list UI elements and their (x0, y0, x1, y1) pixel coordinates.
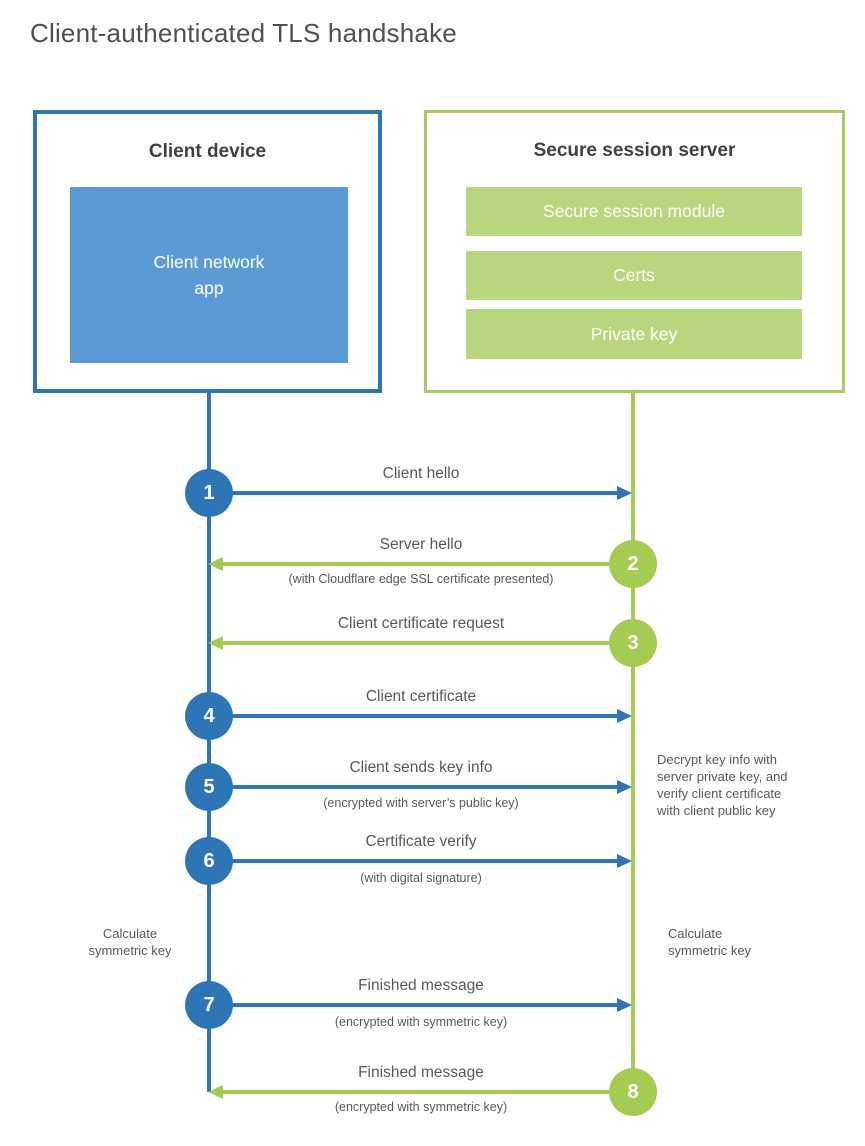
client-device-box: Client device Client network app (33, 110, 382, 393)
arrowhead-right-icon (617, 709, 632, 723)
decrypt-key-note: Decrypt key info with server private key… (657, 752, 788, 818)
arrowhead-left-icon (208, 557, 223, 571)
flow-label: Finished message (358, 977, 484, 994)
flow-label: Certificate verify (365, 833, 477, 850)
flow-line (222, 1090, 631, 1094)
flow-line (222, 562, 631, 566)
page-title: Client-authenticated TLS handshake (30, 18, 457, 48)
secure-session-server-box: Secure session server Secure session mod… (424, 110, 845, 393)
step-number-badge: 8 (609, 1068, 657, 1116)
flow-line (209, 1003, 618, 1007)
step-number-badge: 3 (609, 619, 657, 667)
calculate-symmetric-key-server-note: Calculate symmetric key (668, 926, 752, 958)
flow-label: Client sends key info (349, 759, 493, 776)
arrowhead-right-icon (617, 780, 632, 794)
flow-line (209, 491, 618, 495)
flow-label: Server hello (379, 536, 463, 553)
flow-label: Finished message (358, 1064, 484, 1081)
step-number-badge: 2 (609, 540, 657, 588)
flow-label: Client certificate request (337, 615, 505, 632)
step-number-badge: 7 (185, 981, 233, 1029)
client-device-title: Client device (148, 141, 267, 162)
server-lifeline (631, 392, 635, 1092)
step-number-badge: 1 (185, 469, 233, 517)
server-certs-bar: Certs (466, 251, 802, 300)
secure-session-server-title: Secure session server (533, 140, 736, 161)
flow-label: Client hello (382, 465, 460, 482)
arrowhead-left-icon (208, 1085, 223, 1099)
flow-sublabel: (encrypted with symmetric key) (334, 1100, 508, 1114)
client-lifeline (207, 392, 211, 1092)
arrowhead-right-icon (617, 854, 632, 868)
flow-line (209, 785, 618, 789)
server-private-key-bar: Private key (466, 309, 802, 359)
flow-sublabel: (with Cloudflare edge SSL certificate pr… (288, 572, 554, 586)
step-number-badge: 5 (185, 763, 233, 811)
client-network-app-box: Client network app (70, 187, 348, 363)
step-number-badge: 6 (185, 837, 233, 885)
arrowhead-right-icon (617, 998, 632, 1012)
arrowhead-left-icon (208, 636, 223, 650)
flow-sublabel: (with digital signature) (360, 871, 482, 885)
flow-line (209, 714, 618, 718)
arrowhead-right-icon (617, 486, 632, 500)
flow-line (209, 859, 618, 863)
server-module-bar: Secure session module (466, 187, 802, 236)
flow-sublabel: (encrypted with server’s public key) (323, 796, 519, 810)
calculate-symmetric-key-client-note: Calculate symmetric key (88, 926, 172, 958)
flow-label: Client certificate (365, 688, 477, 705)
flow-line (222, 641, 631, 645)
step-number-badge: 4 (185, 692, 233, 740)
flow-sublabel: (encrypted with symmetric key) (334, 1015, 508, 1029)
